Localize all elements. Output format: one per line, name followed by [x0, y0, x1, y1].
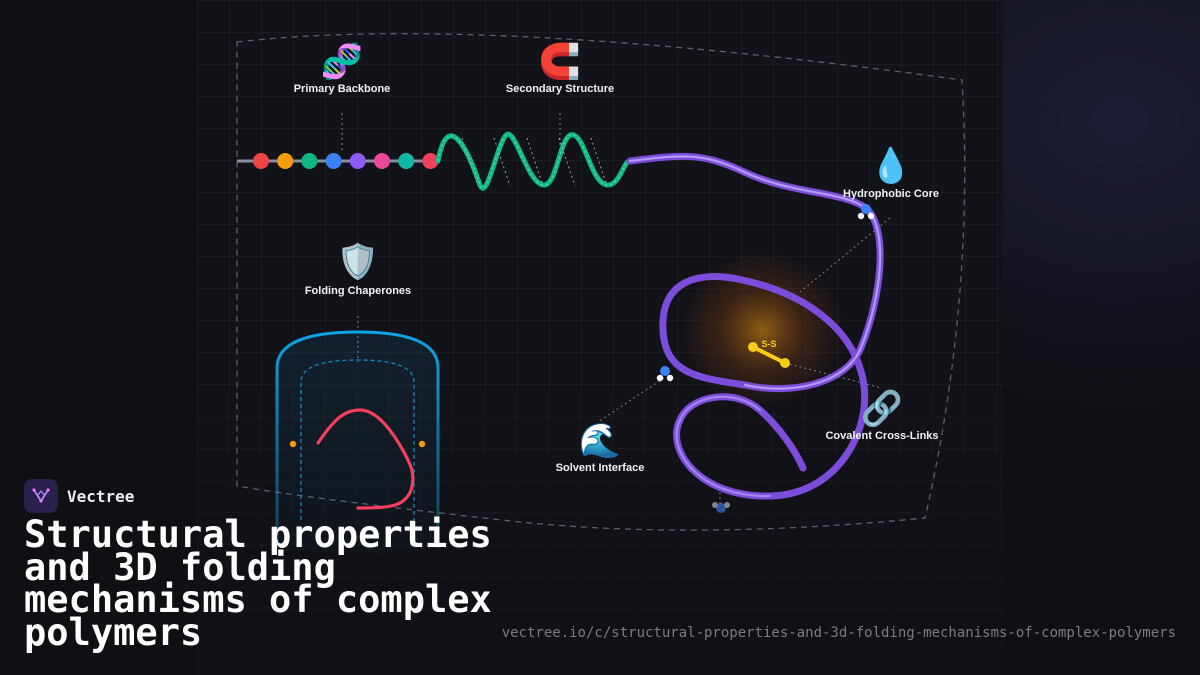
backbone-bead — [301, 153, 318, 169]
dna-icon: 🧬 — [320, 42, 364, 82]
brand[interactable]: Vectree — [24, 479, 134, 513]
hydrogen-bonds — [461, 137, 608, 187]
covalent-cross-links-label: Covalent Cross-Links — [825, 430, 939, 442]
vectree-logo-icon — [24, 479, 58, 513]
link-icon: 🔗 — [860, 389, 904, 429]
chaperone-barrel — [275, 330, 440, 554]
water-molecule-solvent — [656, 366, 674, 382]
unfolded-substrate — [316, 408, 415, 510]
disulfide-bond — [751, 345, 787, 365]
backbone-bead — [325, 153, 342, 169]
hydrophobic-core-glow — [680, 252, 844, 408]
secondary-structure-label: Secondary Structure — [505, 83, 615, 95]
backbone-bead — [422, 153, 439, 169]
backbone-bead — [374, 153, 390, 169]
brand-name: Vectree — [67, 486, 135, 506]
folding-chaperones-label: Folding Chaperones — [304, 285, 412, 297]
page-title: Structural properties and 3D folding mec… — [24, 513, 492, 654]
droplet-icon: 💧 — [869, 146, 913, 186]
page-url[interactable]: vectree.io/c/structural-properties-and-3… — [501, 625, 1176, 641]
water-molecule-lower — [712, 502, 730, 513]
cell-boundary — [236, 33, 966, 531]
hydrophobic-core-label: Hydrophobic Core — [843, 188, 939, 200]
shield-icon: 🛡️ — [336, 242, 380, 282]
primary-backbone-label: Primary Backbone — [293, 83, 391, 95]
backbone-bead — [277, 153, 294, 169]
disulfide-bond-label: S-S — [761, 339, 776, 349]
folded-chain-highlight-lower — [675, 395, 772, 498]
water-molecule-core — [857, 204, 875, 220]
magnet-icon: 🧲 — [538, 42, 582, 82]
backbone-bead — [349, 153, 366, 169]
backbone-beads — [253, 153, 439, 169]
backbone-bead — [398, 153, 415, 169]
sulfur-atom-2 — [780, 358, 790, 368]
solvent-interface-label: Solvent Interface — [555, 462, 645, 474]
sulfur-atom-1 — [748, 342, 758, 352]
alpha-helix — [435, 131, 633, 191]
wave-icon: 🌊 — [578, 421, 622, 461]
backbone-bead — [253, 153, 269, 169]
